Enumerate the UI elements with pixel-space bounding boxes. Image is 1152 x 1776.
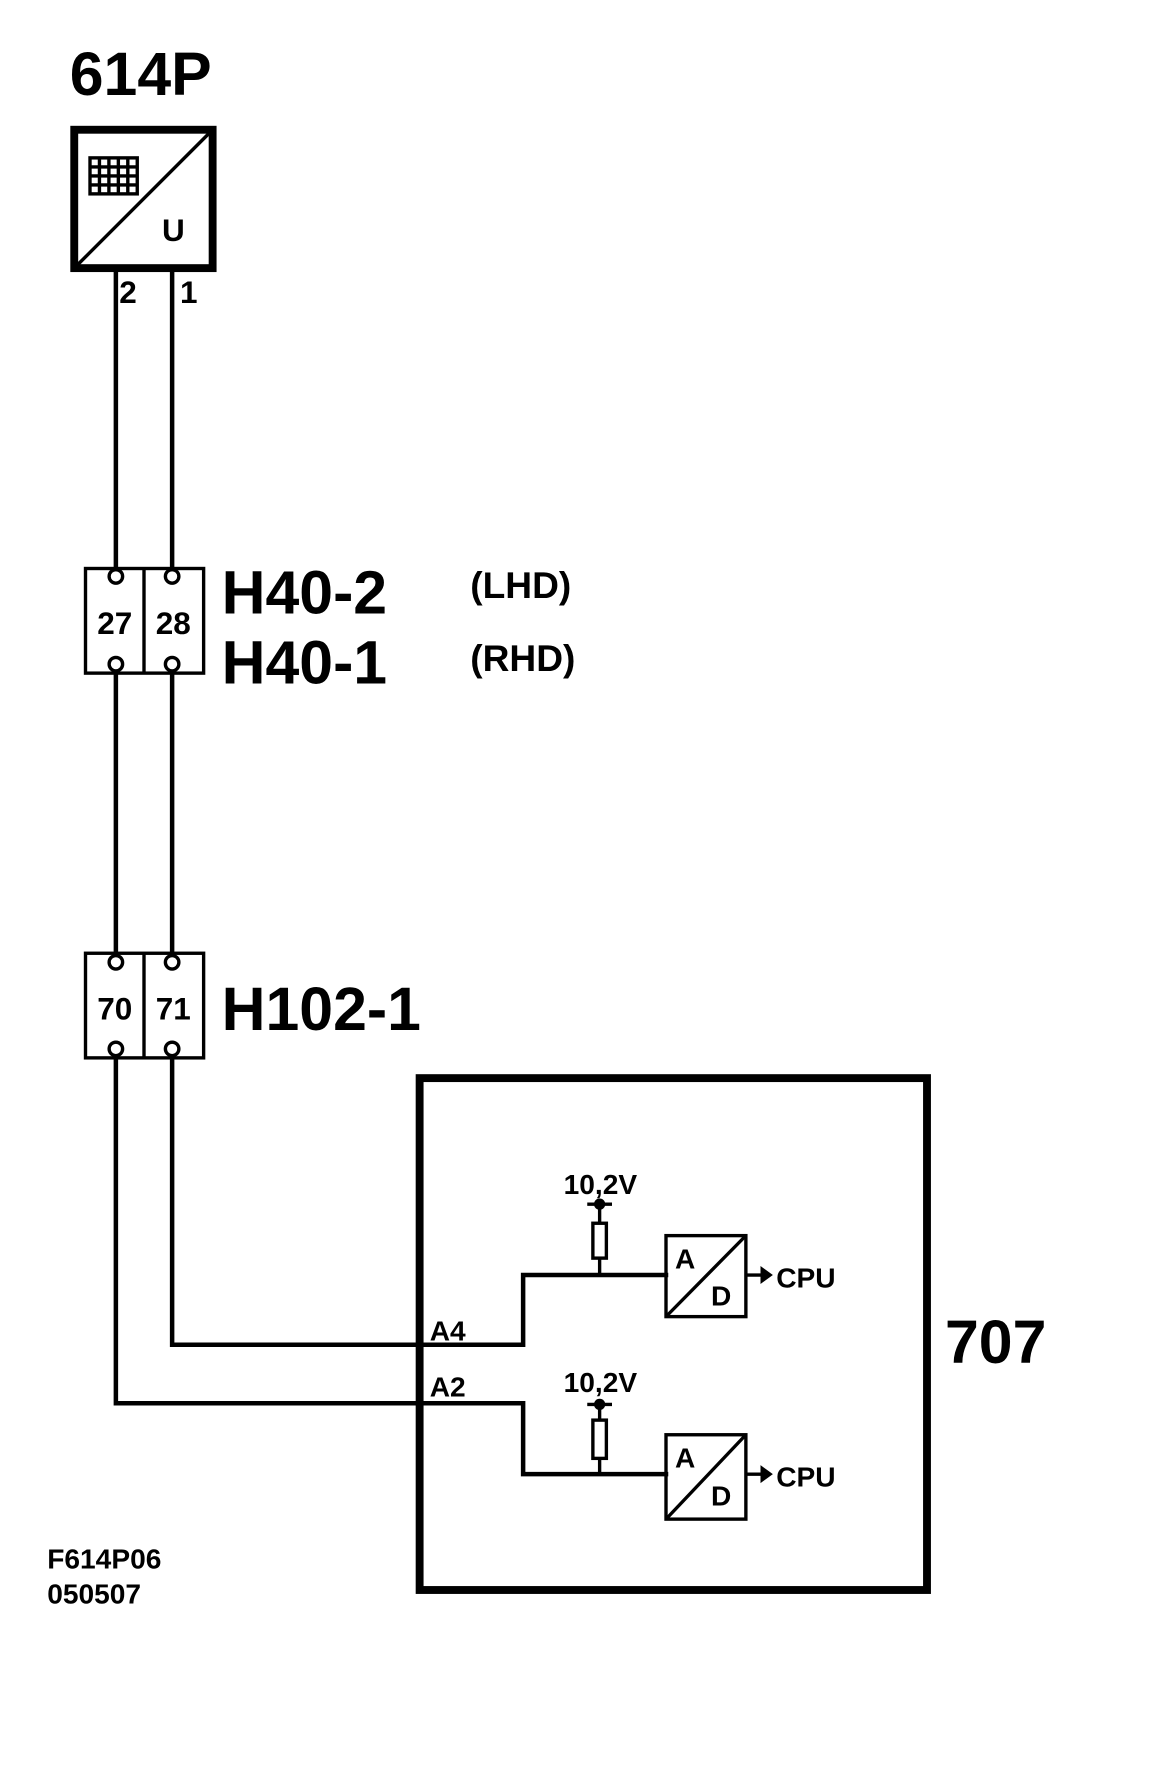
cpu-label-1: CPU: [776, 1262, 835, 1293]
module-707-box: [415, 1074, 931, 1594]
component-614p-box: [70, 125, 217, 273]
connector-h40-variant-primary: (LHD): [470, 564, 571, 606]
junction-a4: [415, 1340, 425, 1350]
reference-line-2: 050507: [47, 1579, 141, 1610]
arrow-right-icon: [745, 1465, 773, 1484]
sensor-grid-icon: [88, 156, 139, 196]
connector-h102-label: H102-1: [222, 975, 421, 1043]
resistor-icon: [591, 1418, 609, 1461]
supply-voltage-label-2: 10,2V: [564, 1367, 638, 1398]
converter-in-label-2: A: [675, 1442, 695, 1473]
pin-label-left: 2: [119, 274, 137, 310]
connector-h40-pin-right: 28: [156, 605, 191, 641]
connector-h102-pin-left: 70: [97, 991, 132, 1027]
wire-left-lower: [113, 1053, 669, 1477]
module-pin-a4: A4: [430, 1315, 466, 1346]
wire-right-lower: [169, 1053, 669, 1347]
resistor-icon: [591, 1221, 609, 1260]
junction-a2: [415, 1398, 425, 1408]
supply-voltage-label-1: 10,2V: [564, 1169, 638, 1200]
cpu-label-2: CPU: [776, 1462, 835, 1493]
component-614p-label: 614P: [70, 40, 212, 108]
connector-h40-label-primary: H40-2: [222, 559, 387, 627]
module-channel-a4: A4 10,2V A D CPU: [430, 1169, 836, 1346]
arrow-right-icon: [745, 1266, 773, 1284]
ad-converter-icon: [664, 1433, 748, 1521]
connector-h102-pin-right: 71: [156, 991, 191, 1027]
connector-h102: 70 71 H102-1: [83, 951, 421, 1060]
module-channel-a2: A2 10,2V A D CPU: [430, 1367, 836, 1521]
connector-h40: 27 28 H40-2 H40-1 (LHD) (RHD): [83, 559, 575, 696]
reference-line-1: F614P06: [47, 1544, 161, 1575]
module-707-label: 707: [945, 1308, 1046, 1376]
converter-out-label-2: D: [711, 1481, 731, 1512]
component-614p: 614P U 2 1: [70, 40, 217, 310]
pin-label-right: 1: [180, 274, 198, 310]
module-pin-a2: A2: [430, 1372, 466, 1403]
converter-out-label-1: D: [711, 1280, 731, 1311]
converter-in-label-1: A: [675, 1243, 695, 1274]
output-symbol-label: U: [162, 212, 185, 248]
module-707: 707 A4 10,2V A D CPU A2: [415, 1074, 1046, 1594]
connector-h40-pin-left: 27: [97, 605, 132, 641]
wires: [113, 268, 669, 1477]
connector-h40-label-secondary: H40-1: [222, 628, 387, 696]
component-614p-diagonal: [76, 131, 211, 266]
reference-block: F614P06 050507: [47, 1544, 161, 1610]
connector-h40-variant-secondary: (RHD): [470, 637, 575, 679]
